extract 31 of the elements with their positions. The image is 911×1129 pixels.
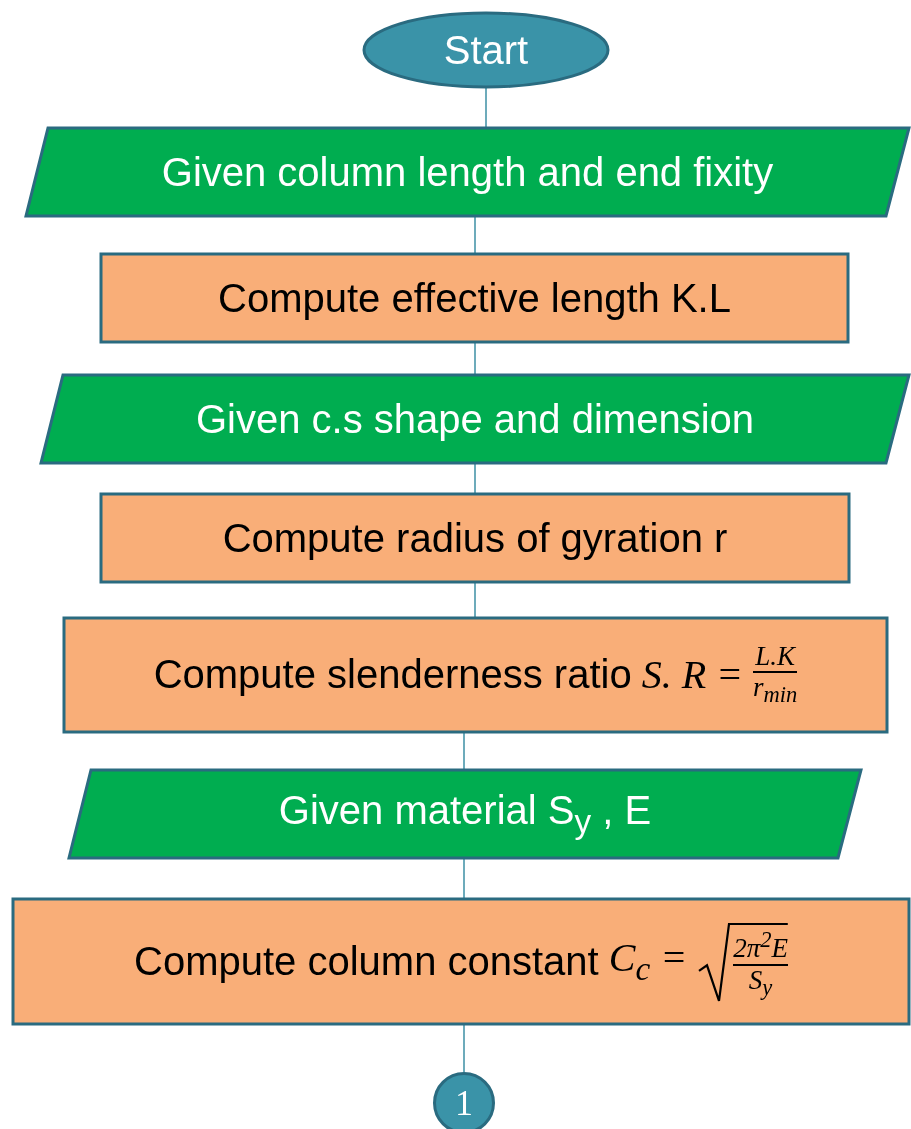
node-text: Start — [443, 27, 529, 73]
process-box — [63, 617, 888, 733]
formula-text: S. R = — [641, 651, 744, 699]
node-text: Given column length and end fixity — [161, 149, 774, 195]
input-parallelogram — [25, 127, 910, 217]
numerator: 2π$^{2}$E — [733, 928, 788, 964]
process-box — [100, 253, 849, 343]
connector-line — [474, 463, 476, 494]
formula-text: C$_{c}$ = — [608, 934, 688, 989]
input-parallelogram — [68, 769, 862, 859]
denominator: r$_{min}$ — [753, 673, 798, 709]
node-text: 1 — [455, 1082, 473, 1124]
input-parallelogram — [40, 374, 910, 464]
process-box — [100, 493, 850, 583]
node-text: Given material S$_{y}$ , E — [278, 787, 652, 841]
node-text: Given c.s shape and dimension — [195, 396, 755, 442]
node-text: Compute slenderness ratio — [153, 652, 632, 698]
connector-line — [485, 87, 487, 128]
node-text: Compute radius of gyration r — [222, 515, 728, 561]
connector-line — [474, 216, 476, 254]
process-box — [12, 898, 910, 1025]
connector-line — [474, 582, 476, 618]
connector-line — [463, 732, 465, 770]
node-text: Compute effective length K.L — [218, 275, 731, 321]
node-text: Compute column constant — [134, 939, 599, 984]
connector-line — [463, 1024, 465, 1073]
denominator: S$_{y}$ — [748, 965, 773, 1001]
start-terminal — [363, 12, 609, 88]
numerator: L.K — [755, 641, 796, 672]
connector-line — [463, 858, 465, 899]
connector-line — [474, 342, 476, 375]
